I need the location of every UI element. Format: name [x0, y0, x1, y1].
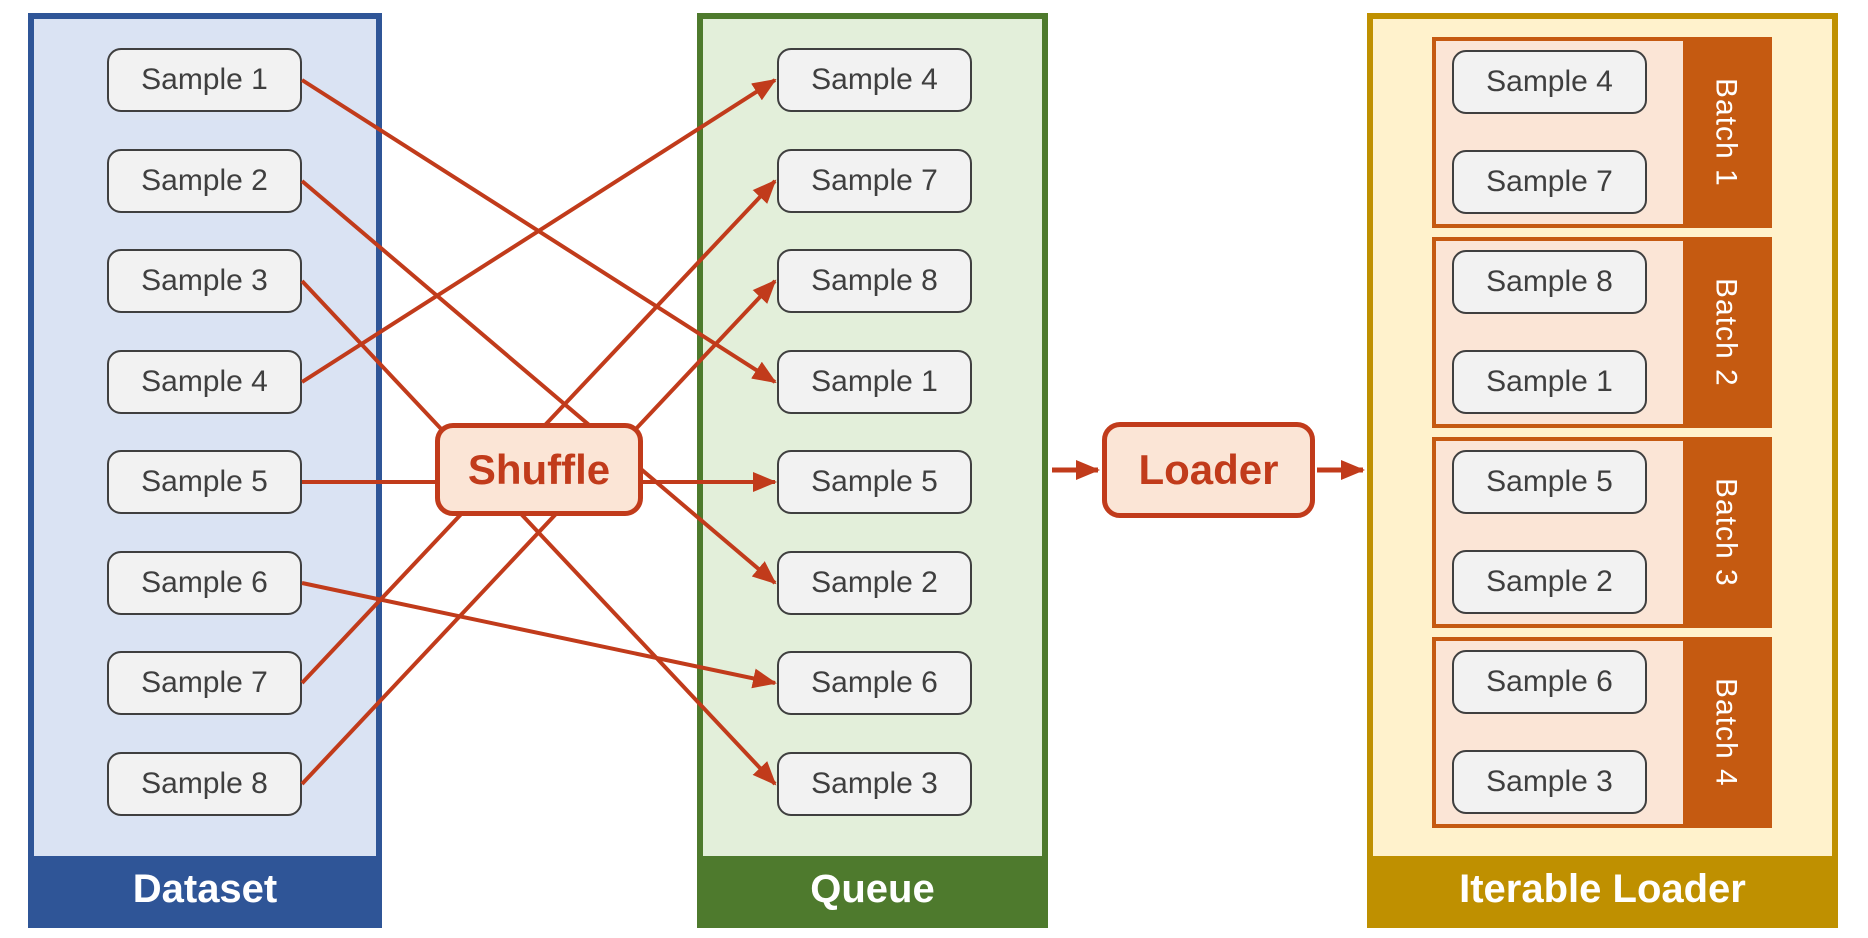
dataset-sample-7: Sample 7	[107, 651, 302, 715]
batch-2-sidebar: Batch 2	[1683, 241, 1768, 424]
batch-4-sample-a: Sample 6	[1452, 650, 1647, 714]
batch-1-label: Batch 1	[1709, 78, 1743, 187]
batch-2-sample-b: Sample 1	[1452, 350, 1647, 414]
dataset-sample-8: Sample 8	[107, 752, 302, 816]
dataset-panel-title: Dataset	[34, 856, 376, 922]
batch-1-container: Sample 4 Sample 7 Batch 1	[1432, 37, 1772, 228]
queue-slot-6: Sample 2	[777, 551, 972, 615]
batch-3-sidebar: Batch 3	[1683, 441, 1768, 624]
queue-slot-8: Sample 3	[777, 752, 972, 816]
queue-panel-title: Queue	[703, 856, 1042, 922]
queue-slot-4: Sample 1	[777, 350, 972, 414]
batch-1-sample-b: Sample 7	[1452, 150, 1647, 214]
batch-4-sample-b: Sample 3	[1452, 750, 1647, 814]
loader-box: Loader	[1102, 422, 1315, 518]
batch-1-sidebar: Batch 1	[1683, 41, 1768, 224]
batch-2-label: Batch 2	[1709, 278, 1743, 387]
shuffle-box: Shuffle	[435, 423, 643, 516]
batch-2-container: Sample 8 Sample 1 Batch 2	[1432, 237, 1772, 428]
batch-4-label: Batch 4	[1709, 678, 1743, 787]
batch-4-container: Sample 6 Sample 3 Batch 4	[1432, 637, 1772, 828]
queue-slot-2: Sample 7	[777, 149, 972, 213]
batch-1-sample-a: Sample 4	[1452, 50, 1647, 114]
batch-2-sample-a: Sample 8	[1452, 250, 1647, 314]
batch-3-label: Batch 3	[1709, 478, 1743, 587]
iterable-loader-panel-title: Iterable Loader	[1373, 856, 1832, 922]
dataset-sample-2: Sample 2	[107, 149, 302, 213]
queue-slot-7: Sample 6	[777, 651, 972, 715]
dataset-sample-3: Sample 3	[107, 249, 302, 313]
queue-slot-1: Sample 4	[777, 48, 972, 112]
queue-slot-3: Sample 8	[777, 249, 972, 313]
dataset-sample-5: Sample 5	[107, 450, 302, 514]
dataset-sample-6: Sample 6	[107, 551, 302, 615]
batch-3-container: Sample 5 Sample 2 Batch 3	[1432, 437, 1772, 628]
batch-4-sidebar: Batch 4	[1683, 641, 1768, 824]
queue-slot-5: Sample 5	[777, 450, 972, 514]
dataset-sample-1: Sample 1	[107, 48, 302, 112]
dataset-sample-4: Sample 4	[107, 350, 302, 414]
batch-3-sample-a: Sample 5	[1452, 450, 1647, 514]
batch-3-sample-b: Sample 2	[1452, 550, 1647, 614]
